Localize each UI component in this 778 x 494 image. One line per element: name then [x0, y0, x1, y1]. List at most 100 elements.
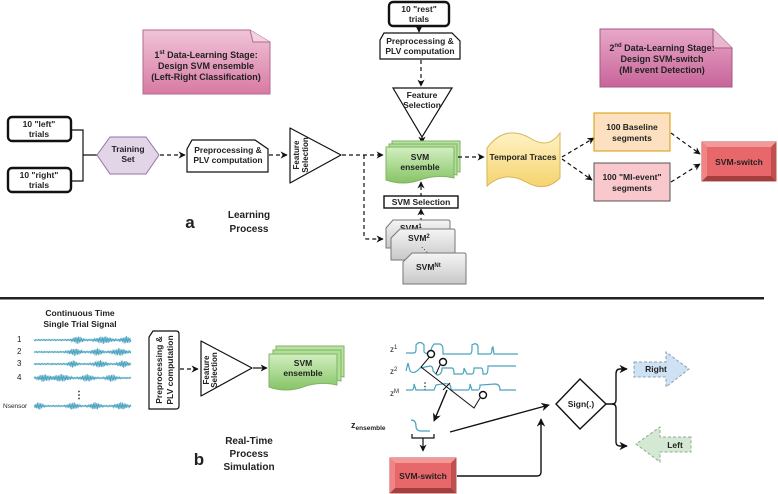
note2-line1-sup: nd	[614, 43, 622, 49]
z2-selector-circle	[438, 357, 448, 367]
note2-line2: Design SVM-switch	[620, 54, 703, 64]
panel-a-caption-line2: Process	[230, 224, 269, 235]
note1-line3: (Left-Right Classification)	[151, 72, 261, 82]
svm-selection-label: SVM Selection	[392, 197, 451, 207]
svm2-base: SVM	[408, 233, 426, 243]
left-trials-line1: 10 "left"	[23, 119, 56, 129]
left-output-arrow[interactable]: Left	[635, 426, 692, 463]
trace-selector-lines	[420, 349, 488, 409]
signal-title-line1: Continuous Time	[45, 308, 115, 318]
temporal-traces: Temporal Traces	[486, 131, 561, 188]
svm-switch-b: SVM-switch	[389, 457, 457, 494]
svm-switch-a-label: SVM-switch	[715, 157, 763, 167]
eeg-signal-trace	[33, 360, 132, 368]
z1-selector-circle	[426, 349, 436, 359]
svm1-base: SVM	[400, 223, 418, 233]
arrow-sign-to-right	[606, 364, 628, 405]
z-dots: ⋮	[421, 381, 430, 391]
preproc-rest-line2: PLV computation	[385, 46, 454, 56]
mi-event-segments-box: 100 "MI-event" segments	[593, 162, 671, 202]
z2-trace	[405, 362, 516, 376]
arrow-mi-to-switch	[670, 163, 701, 183]
bracket-trials-to-training	[71, 129, 97, 182]
panel-a-letter: a	[185, 213, 195, 232]
left-trials-line2: trials	[29, 129, 50, 139]
svm-ensemble-a: SVM ensemble	[385, 140, 461, 184]
svmnt-sup: Nt	[434, 263, 440, 269]
note1-line2: Design SVM ensemble	[158, 61, 254, 71]
panel-b-letter: b	[194, 450, 204, 469]
note1-line1-base: 1	[154, 50, 159, 60]
channel-dots: ⋮	[74, 390, 84, 401]
rest-trials-line1: 10 "rest"	[401, 4, 436, 14]
eeg-signal-trace	[33, 402, 132, 410]
arrow-selection-to-zensemble	[433, 389, 448, 422]
feature-rest-line2: Selection	[403, 100, 441, 110]
feature-b-line1: Feature	[202, 355, 211, 384]
preproc-rest-box: Preprocessing & PLV computation	[379, 32, 461, 60]
note2-line1-base: 2	[609, 43, 614, 53]
z1-base: z	[390, 345, 394, 354]
note2-line1-rest: Data-Learning Stage:	[622, 43, 715, 53]
panel-a-caption-line1: Learning	[228, 210, 270, 221]
svm-card-2: SVM2 ⋱	[390, 228, 456, 261]
eeg-signal-trace	[33, 374, 132, 382]
svg-text:SVM1: SVM1	[400, 223, 422, 233]
arrow-sign-to-left	[611, 403, 628, 451]
zensemble-sub: ensemble	[356, 425, 386, 432]
svm-selection-box: SVM Selection	[383, 195, 459, 209]
bracket-zensemble-to-switch	[411, 434, 435, 451]
right-label: Right	[645, 364, 667, 374]
feature-selection-main: Feature Selection	[289, 127, 342, 184]
mi-line2: segments	[612, 183, 652, 193]
mi-line1: 100 "MI-event"	[602, 172, 661, 182]
arrow-baseline-to-switch	[670, 132, 701, 155]
svm-stack: SVM1 SVM2 ⋱ SVMNt	[385, 219, 467, 285]
zm-trace	[406, 383, 516, 391]
zm-sup: M	[394, 389, 399, 395]
channel-label-2: 2	[17, 347, 22, 356]
left-label: Left	[667, 440, 683, 450]
preproc-b-line1: Preprocessing &	[154, 336, 164, 404]
svg-text:zensemble: zensemble	[351, 420, 386, 432]
arrow-switch-to-sign	[457, 418, 546, 477]
right-trials-line2: trials	[29, 180, 50, 190]
svm-ensemble-a-line2: ensemble	[400, 162, 439, 172]
baseline-line1: 100 Baseline	[606, 122, 658, 132]
eeg-signals	[33, 336, 132, 410]
baseline-line2: segments	[612, 133, 652, 143]
preproc-b-line2: PLV computation	[165, 335, 175, 404]
feature-main-line2: Selection	[301, 137, 310, 173]
svm-ensemble-b: SVM ensemble	[268, 345, 345, 391]
svm-switch-a: SVM-switch	[701, 141, 777, 182]
arrow-temporal-to-baseline	[561, 137, 595, 158]
preproc-main-box: Preprocessing & PLV computation	[186, 139, 269, 173]
sign-diamond: Sign(.)	[555, 378, 608, 430]
svg-text:SVM2: SVM2	[408, 233, 430, 243]
training-set-line2: Set	[121, 154, 134, 164]
note-first-stage: 1st Data-Learning Stage: Design SVM ense…	[142, 29, 271, 95]
feature-selection-rest: Feature Selection	[391, 87, 454, 139]
arrow-temporal-to-mi	[561, 158, 593, 181]
z-ensemble-trace	[410, 419, 430, 432]
channel-label-4: 4	[17, 373, 22, 382]
zm-selector-circle	[478, 390, 488, 400]
z2-sup: 2	[394, 367, 398, 373]
svmnt-base: SVM	[416, 262, 434, 272]
baseline-segments-box: 100 Baseline segments	[593, 112, 671, 152]
z2-base: z	[390, 367, 394, 376]
feature-rest-line1: Feature	[407, 90, 438, 100]
preproc-main-line1: Preprocessing &	[194, 145, 262, 155]
svg-text:1st Data-Learning Stage:: 1st Data-Learning Stage:	[154, 50, 257, 60]
note1-line1-sup: st	[159, 50, 164, 56]
z-traces	[405, 341, 518, 432]
panel-a: 1st Data-Learning Stage: Design SVM ense…	[6, 0, 777, 285]
right-output-arrow[interactable]: Right	[633, 351, 690, 389]
panel-b-caption-line1: Real-Time	[225, 436, 273, 447]
training-set-line1: Training	[111, 144, 144, 154]
eeg-signal-trace	[33, 336, 132, 344]
panel-b-caption-line3: Simulation	[223, 462, 274, 473]
svm-ensemble-b-line1: SVM	[294, 358, 312, 368]
panel-divider	[0, 297, 764, 300]
